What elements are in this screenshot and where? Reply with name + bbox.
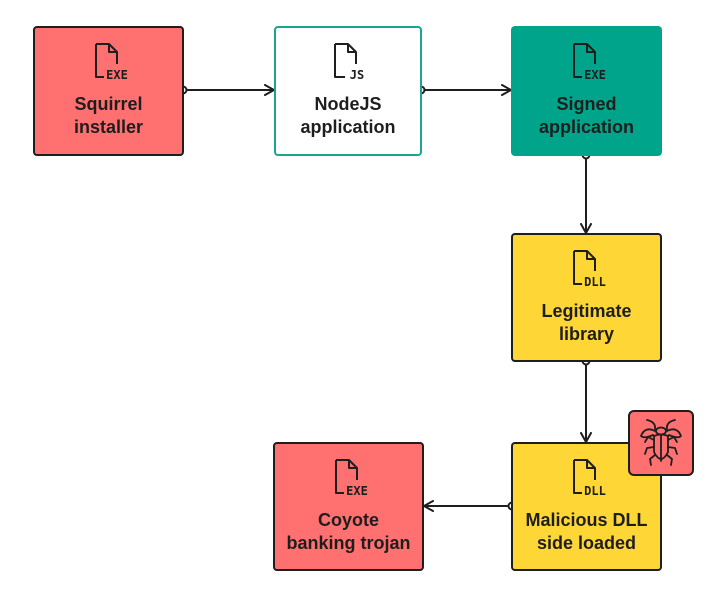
bug-icon [640,419,682,466]
node-label: Squirrel installer [74,93,143,139]
node-label-line-1: Coyote [317,510,379,530]
node-squirrel-installer: EXE Squirrel installer [33,26,184,156]
node-label-line-1: Legitimate [541,301,632,321]
node-label-line-2: application [300,117,396,137]
node-nodejs-application: JS NodeJS application [274,26,422,156]
node-coyote-banking-trojan: EXE Coyote banking trojan [273,442,424,571]
node-label-line-2: banking trojan [286,533,411,553]
dll-file-icon: DLL [566,248,608,290]
node-legitimate-library: DLL Legitimate library [511,233,662,362]
icon-text: DLL [584,275,606,289]
icon-text: EXE [346,484,368,498]
edge-nodejs-to-signed [416,84,512,96]
node-label: Malicious DLL side loaded [525,509,647,555]
node-signed-application: EXE Signed application [511,26,662,156]
edge-legit-to-malicious [580,356,592,443]
bug-badge [628,410,694,476]
edge-signed-to-legit [580,150,592,234]
node-label-line-2: library [558,324,615,344]
node-label-line-2: installer [73,117,144,137]
edge-malicious-to-coyote [423,500,517,512]
node-malicious-dll: DLL Malicious DLL side loaded [511,442,662,571]
icon-text: EXE [106,68,128,82]
edge-squirrel-to-nodejs [178,84,275,96]
node-label-line-2: application [538,117,634,137]
node-label-line-1: NodeJS [314,94,382,114]
exe-file-icon: EXE [328,457,370,499]
icon-text: DLL [584,484,606,498]
node-label: Coyote banking trojan [286,509,410,555]
js-file-icon: JS [327,41,369,83]
node-label-line-1: Signed [556,94,617,114]
node-label: Signed application [539,93,634,139]
node-label: NodeJS application [300,93,395,139]
node-label-line-1: Squirrel [74,94,143,114]
icon-text: JS [350,68,364,82]
node-label-line-2: side loaded [536,533,636,553]
node-label: Legitimate library [541,300,631,346]
node-label-line-1: Malicious DLL [525,510,648,530]
dll-file-icon: DLL [566,457,608,499]
icon-text: EXE [584,68,606,82]
exe-file-icon: EXE [566,41,608,83]
exe-file-icon: EXE [88,41,130,83]
